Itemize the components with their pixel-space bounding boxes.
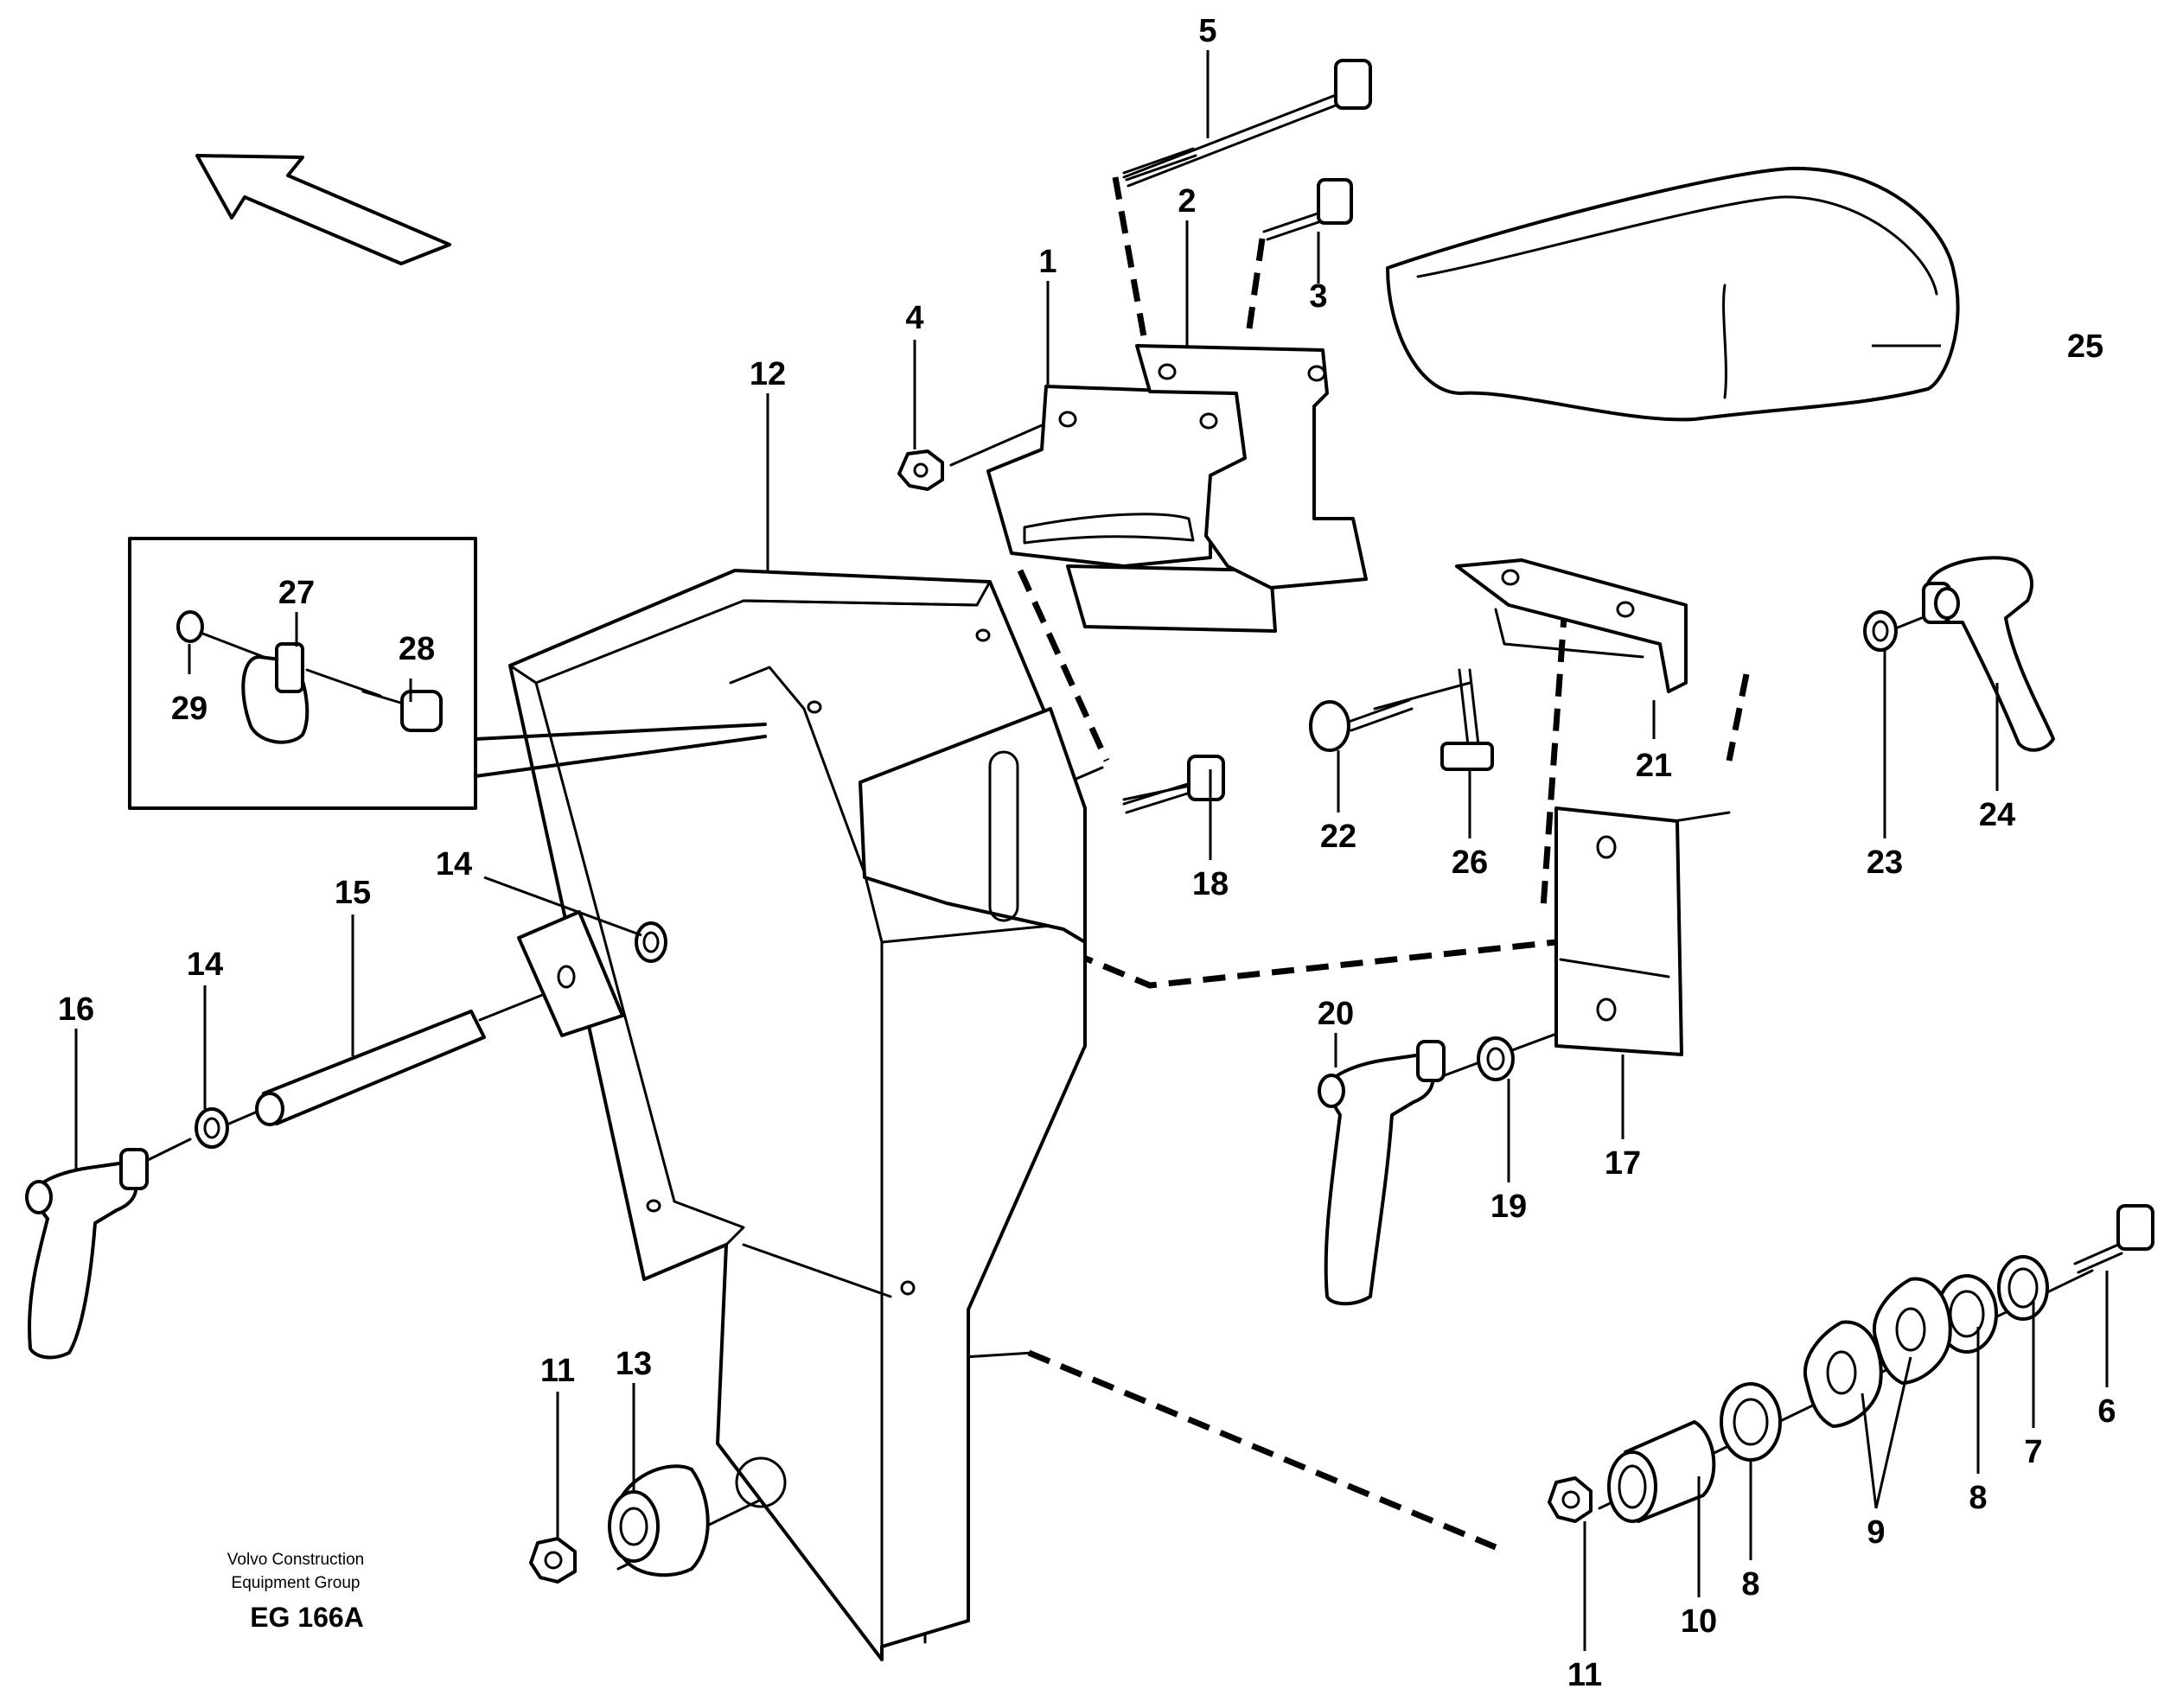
callout-17: 17 <box>1605 1145 1641 1182</box>
callout-1: 1 <box>1038 244 1056 280</box>
bolt-part-6 <box>2073 1204 2154 1274</box>
leader-lines <box>74 50 2109 1651</box>
callout-9: 9 <box>1867 1514 1885 1551</box>
screw-part-26 <box>1440 668 1494 771</box>
callout-10: 10 <box>1681 1603 1717 1640</box>
callout-labels: 1 2 3 4 5 6 7 8 8 9 10 11 11 12 13 14 14… <box>58 13 2116 1693</box>
bolt-part-5 <box>1122 59 1372 188</box>
callout-19: 19 <box>1490 1189 1527 1225</box>
callout-14-lower: 14 <box>187 946 223 983</box>
rod-part-15 <box>255 1010 486 1126</box>
callout-28: 28 <box>399 631 435 667</box>
lever-handle-part-16 <box>25 1148 149 1360</box>
callout-14-upper: 14 <box>436 846 472 883</box>
callout-15: 15 <box>335 875 371 911</box>
cam-washer-part-9 <box>1803 1277 1952 1428</box>
square-plate <box>517 910 624 1037</box>
direction-arrow-icon <box>195 154 451 265</box>
callout-4: 4 <box>905 300 923 336</box>
washer-part-23 <box>1863 610 1898 652</box>
callout-6: 6 <box>2097 1393 2116 1430</box>
callout-27: 27 <box>278 575 315 611</box>
callout-26: 26 <box>1452 844 1488 881</box>
nut-part-4 <box>897 449 944 491</box>
callout-21: 21 <box>1636 748 1672 784</box>
callout-3: 3 <box>1309 278 1327 315</box>
callout-13: 13 <box>616 1346 652 1382</box>
callout-24: 24 <box>1979 797 2015 833</box>
callout-11-left: 11 <box>540 1353 575 1389</box>
lever-handle-part-20 <box>1318 1040 1446 1306</box>
callout-23: 23 <box>1867 844 1903 881</box>
callout-25: 25 <box>2067 328 2103 365</box>
callout-2: 2 <box>1178 183 1196 220</box>
callout-5: 5 <box>1198 13 1216 49</box>
cushion-part-25 <box>1386 166 1960 422</box>
grommet-part-13 <box>608 1464 710 1577</box>
nut-part-11 <box>529 1476 1593 1584</box>
callout-8-left: 8 <box>1741 1566 1759 1603</box>
callout-12: 12 <box>750 356 786 392</box>
washer-part-19 <box>1477 1036 1515 1081</box>
callout-11-right: 11 <box>1567 1657 1602 1693</box>
bracket-part-21 <box>1455 558 1688 693</box>
callout-18: 18 <box>1192 866 1229 902</box>
callout-29: 29 <box>171 691 207 727</box>
callout-8-right: 8 <box>1969 1480 1987 1516</box>
bracket-part-1 <box>986 385 1277 633</box>
screw-part-3 <box>1262 178 1353 241</box>
bolt-part-22 <box>1309 698 1414 752</box>
drawing-code: EG 166A <box>250 1602 364 1633</box>
drawing-credit: Volvo Construction Equipment Group EG 16… <box>227 1551 364 1633</box>
slot-plate <box>859 707 1087 944</box>
lever-handle-part-24 <box>1922 556 2055 752</box>
bracket-part-17 <box>1554 806 1683 1056</box>
credit-line-2: Equipment Group <box>232 1574 361 1592</box>
washer-part-14 <box>195 921 667 1149</box>
callout-22: 22 <box>1320 819 1356 855</box>
credit-line-1: Volvo Construction <box>227 1551 364 1569</box>
callout-20: 20 <box>1318 996 1354 1032</box>
bracket-part-2 <box>1135 344 1368 590</box>
spacer-part-10 <box>1607 1420 1716 1523</box>
callout-16: 16 <box>58 991 94 1028</box>
washer-part-8 <box>1720 1274 1998 1462</box>
bolt-part-18 <box>1122 755 1225 814</box>
washer-part-7 <box>1997 1255 2049 1321</box>
callout-7: 7 <box>2024 1434 2042 1470</box>
